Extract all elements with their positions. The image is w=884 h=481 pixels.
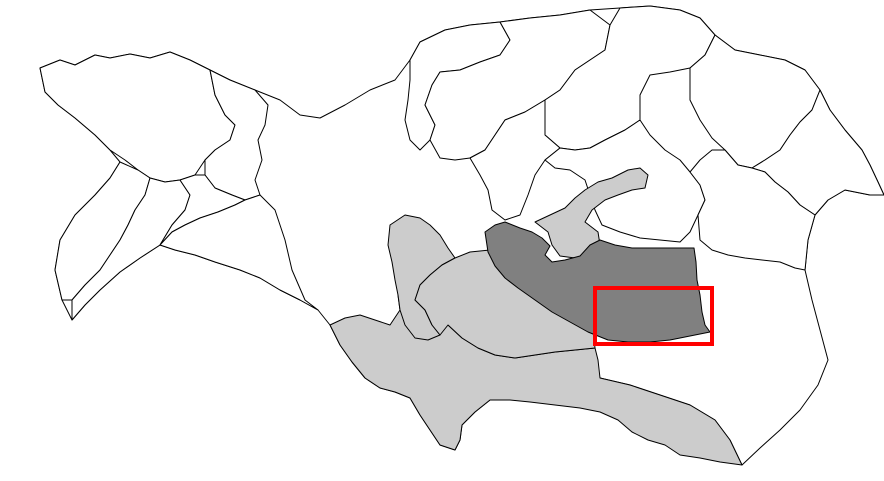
region-central-a <box>469 99 561 221</box>
region-neighbor-center <box>414 249 596 359</box>
region-central-strip <box>159 194 319 311</box>
region-east-a <box>689 149 816 271</box>
highlight-box <box>593 286 714 346</box>
region-selected <box>484 221 711 343</box>
